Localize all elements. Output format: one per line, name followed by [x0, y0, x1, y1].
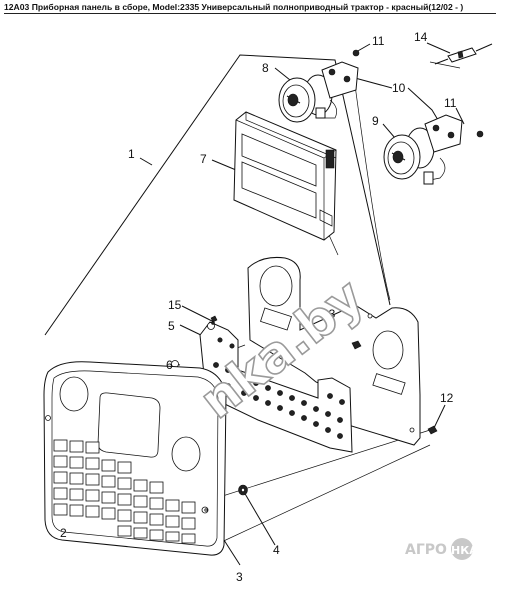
callout-6: 6 — [166, 358, 173, 372]
gauge-upper — [278, 49, 360, 123]
rear-mounting-panel — [247, 257, 421, 446]
fasteners — [210, 315, 438, 496]
sensor — [434, 43, 493, 65]
callout-7: 7 — [200, 152, 207, 166]
callout-14: 14 — [414, 30, 428, 44]
agronka-logo: АГРО НКА — [405, 538, 478, 560]
board-led-sockets — [213, 337, 345, 439]
circuit-board — [171, 321, 353, 453]
callout-3: 3 — [236, 570, 243, 584]
front-bezel — [43, 361, 227, 556]
gauge-lower — [383, 114, 484, 185]
logo-left-text: АГРО — [405, 542, 447, 558]
callout-10: 10 — [392, 81, 406, 95]
callout-2: 2 — [60, 526, 67, 540]
callout-12: 12 — [440, 391, 454, 405]
callout-13: 13 — [322, 307, 336, 321]
callout-5: 5 — [168, 319, 175, 333]
callout-1: 1 — [128, 147, 135, 161]
callout-8: 8 — [262, 61, 269, 75]
callout-15: 15 — [168, 298, 182, 312]
callouts: 1 2 3 4 5 6 7 8 9 10 11 11 12 13 14 15 — [60, 30, 457, 584]
warning-lamp-grid — [53, 439, 196, 544]
callout-4: 4 — [273, 543, 280, 557]
callout-11-right: 11 — [444, 96, 457, 110]
page-title: 12A03 Приборная панель в сборе, Model:23… — [4, 2, 504, 14]
callout-11-top: 11 — [372, 34, 385, 48]
logo-right-text: НКА — [451, 544, 478, 557]
callout-9: 9 — [372, 114, 379, 128]
display-module — [233, 111, 337, 241]
